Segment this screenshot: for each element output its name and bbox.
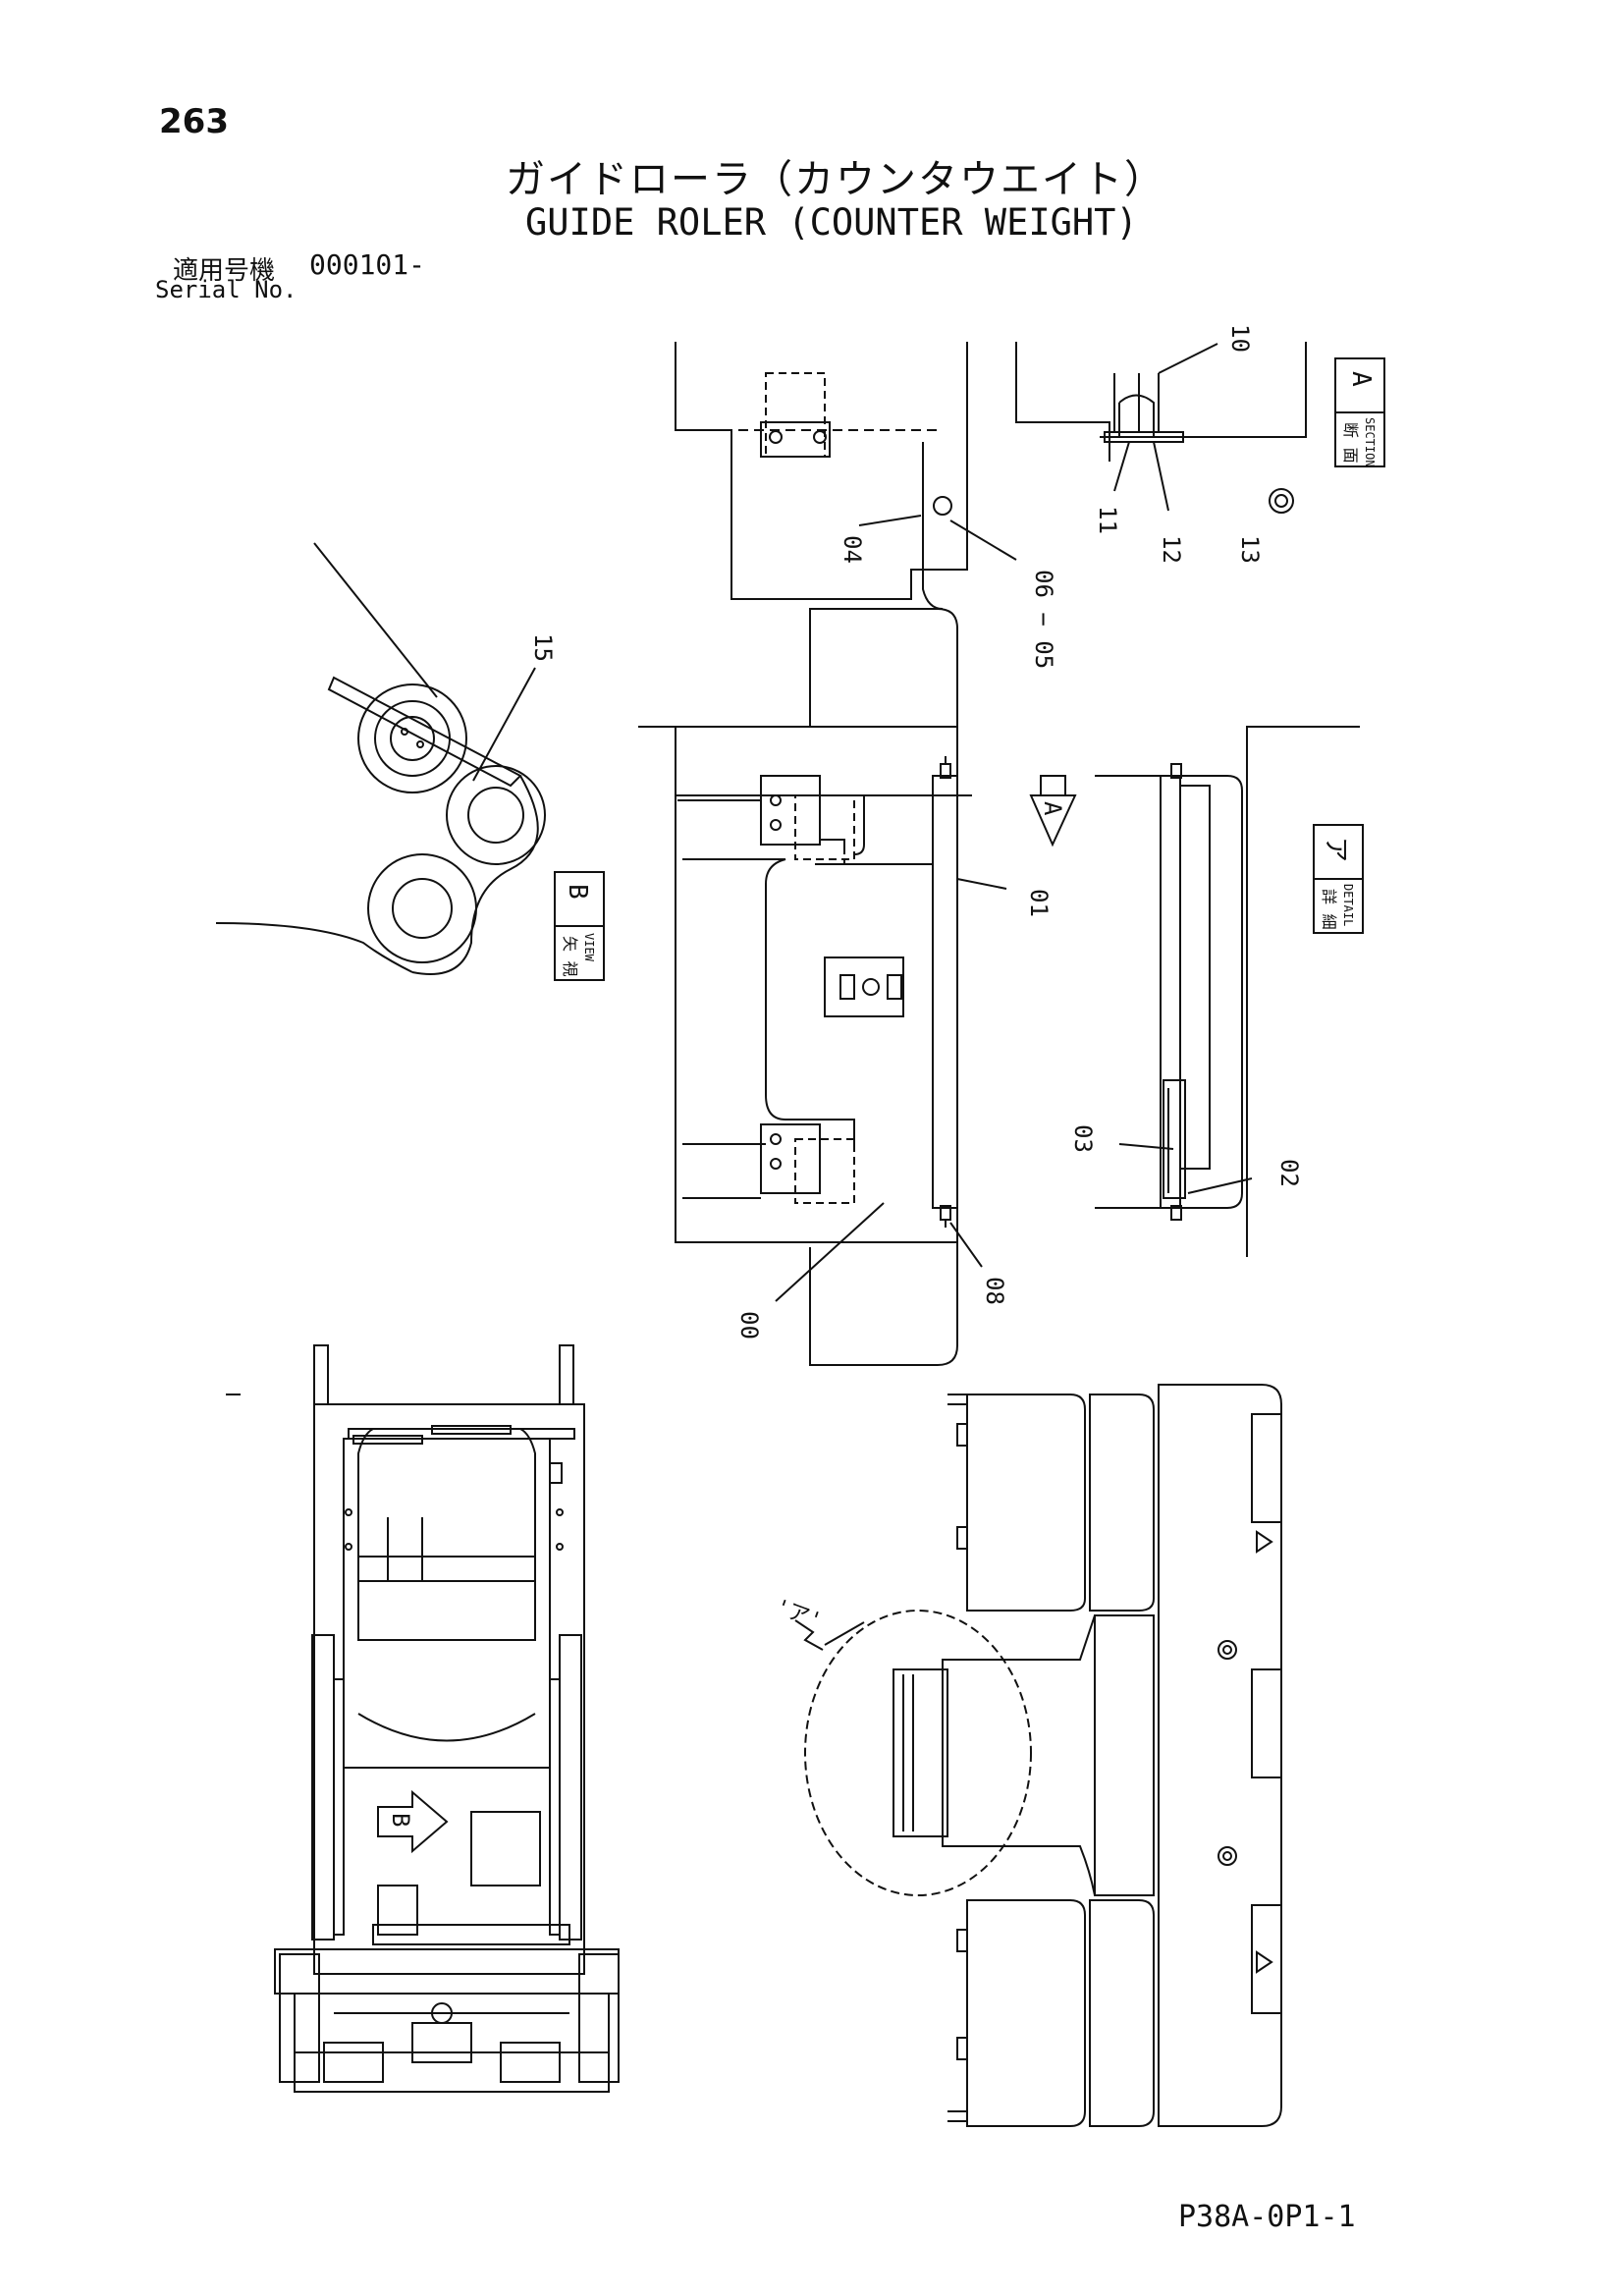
detail-a-view xyxy=(1095,725,1360,1257)
callout-02: 02 xyxy=(1275,1159,1303,1187)
callout-08: 08 xyxy=(981,1277,1008,1305)
section-a-label-en: SECTION xyxy=(1363,417,1377,467)
section-a-letter: A xyxy=(1346,371,1376,387)
view-b-letter: B xyxy=(563,884,592,900)
view-b-label-en: VIEW xyxy=(582,933,596,962)
machine-plan-view xyxy=(226,1344,620,2093)
callout-10: 10 xyxy=(1226,324,1254,353)
callout-03: 03 xyxy=(1069,1124,1097,1153)
callout-01: 01 xyxy=(1025,889,1053,917)
callout-15: 15 xyxy=(529,633,557,662)
detail-label-ja: 詳 細 xyxy=(1320,889,1338,930)
serial-value: 000101- xyxy=(309,248,426,281)
callout-06-05: 06 − 05 xyxy=(1030,570,1057,669)
title-japanese: ガイドローラ（カウンタウエイト） xyxy=(506,157,1165,202)
title-english: GUIDE ROLER (COUNTER WEIGHT) xyxy=(525,201,1138,244)
callout-13: 13 xyxy=(1236,535,1264,564)
counterweight-plan-view xyxy=(794,1384,1282,2127)
detail-label-en: DETAIL xyxy=(1341,884,1355,926)
callout-00: 00 xyxy=(735,1311,763,1339)
label-boxes xyxy=(554,357,1385,981)
callout-04: 04 xyxy=(839,535,866,564)
view-b xyxy=(215,542,546,975)
section-a-view xyxy=(675,342,1307,610)
counterweight-top-view xyxy=(638,608,1077,1366)
arrow-a-letter: A xyxy=(1039,801,1066,816)
callout-12: 12 xyxy=(1158,535,1185,564)
page-number: 263 xyxy=(159,102,229,141)
callout-11: 11 xyxy=(1094,506,1121,534)
detail-letter: ア xyxy=(1321,837,1350,862)
view-b-label-ja: 矢 視 xyxy=(561,936,579,977)
detail-reference: 'ア' xyxy=(772,1595,825,1634)
arrow-b-letter: B xyxy=(387,1813,414,1827)
serial-label-english: Serial No. xyxy=(155,276,298,303)
serial-label-japanese: 適用号機 xyxy=(173,256,276,286)
section-a-label-ja: 断 面 xyxy=(1341,422,1360,464)
drawing-code: P38A-0P1-1 xyxy=(1178,2200,1356,2234)
